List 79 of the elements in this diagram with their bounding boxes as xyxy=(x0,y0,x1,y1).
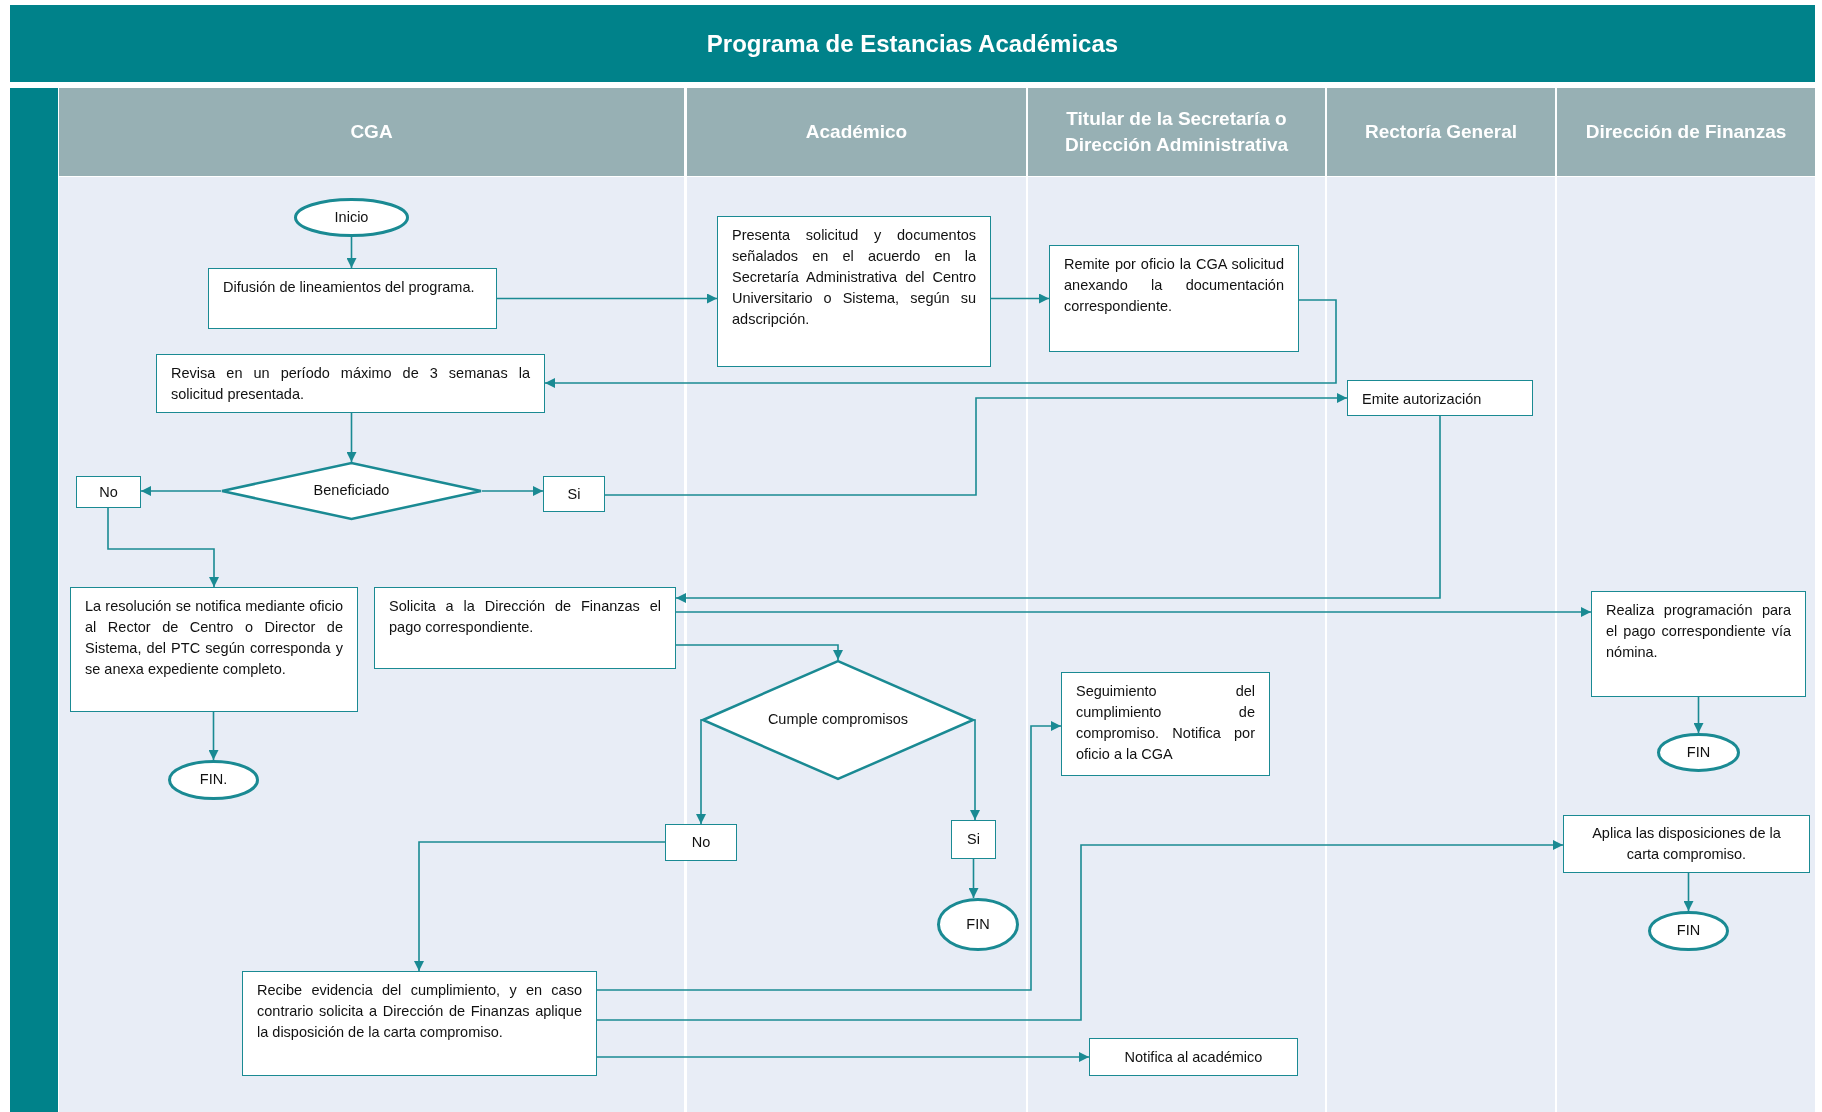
decision-diamond xyxy=(702,660,974,780)
step-text: Seguimiento del cumplimiento de compromiso. Notifica por oficio a la CGA xyxy=(1076,682,1255,765)
process-box xyxy=(1563,815,1810,873)
arrow xyxy=(414,841,666,972)
arrow xyxy=(675,607,1592,617)
process-box xyxy=(70,587,358,712)
terminator-text: FIN xyxy=(1676,921,1701,941)
terminator-ellipse xyxy=(1648,911,1729,951)
step-text: Notifica al académico xyxy=(1124,1047,1263,1067)
arrow xyxy=(596,840,1564,1021)
terminator-text: FIN xyxy=(966,914,990,934)
step-text: Si xyxy=(567,484,581,504)
lane-header xyxy=(1557,88,1815,176)
lane-title: Dirección de Finanzas xyxy=(1585,120,1787,145)
step-text: Aplica las disposiciones de la carta compromiso. xyxy=(1591,824,1782,864)
process-box xyxy=(1061,672,1270,776)
decision-diamond xyxy=(221,462,482,520)
lane-header xyxy=(1327,88,1555,176)
arrow xyxy=(596,1052,1090,1062)
step-text: Revisa en un período máximo de 3 semanas la solicitud presentada. xyxy=(171,364,530,404)
lane-header xyxy=(687,88,1026,176)
process-box xyxy=(76,476,141,508)
terminator-text: FIN. xyxy=(199,770,228,790)
arrow xyxy=(346,412,357,463)
step-text: Solicita a la Dirección de Finanzas el pago correspondiente. xyxy=(389,597,661,637)
diagram-title: Programa de Estancias Académicas xyxy=(706,29,1119,58)
lane-title: Titular de la Secretaría o Dirección Administrativa xyxy=(1063,107,1290,157)
process-box xyxy=(1591,591,1806,697)
process-box xyxy=(208,268,497,329)
terminator-ellipse xyxy=(937,898,1019,951)
step-text: Remite por oficio la CGA solicitud anexando la documentación correspondiente. xyxy=(1064,255,1284,317)
arrow xyxy=(1683,872,1694,912)
arrow xyxy=(990,293,1050,304)
decision-text: Beneficiado xyxy=(313,481,390,501)
arrow xyxy=(496,293,718,304)
step-text: Presenta solicitud y documentos señalados en el acuerdo en la Secretaría Administrativa del Centro Universitario o Sistema, según su adscripción. xyxy=(732,226,976,330)
arrow xyxy=(696,719,706,825)
arrow xyxy=(675,644,843,661)
arrow xyxy=(481,486,544,496)
step-text: Emite autorización xyxy=(1362,390,1483,409)
terminator-text: FIN xyxy=(1686,742,1711,762)
process-box xyxy=(951,820,996,859)
process-box xyxy=(665,824,737,861)
step-text: Recibe evidencia del cumplimiento, y en caso contrario solicita a Dirección de Finanzas aplique la disposición de la carta compromiso. xyxy=(257,981,582,1043)
step-text: No xyxy=(691,833,711,852)
arrow xyxy=(970,719,980,821)
arrow xyxy=(596,721,1062,991)
decision-text: Cumple compromisos xyxy=(767,710,909,730)
lane-header xyxy=(1028,88,1325,176)
arrow xyxy=(208,711,219,761)
arrow xyxy=(968,858,979,899)
step-text: No xyxy=(99,482,118,502)
arrow xyxy=(346,236,357,269)
process-box xyxy=(156,354,545,413)
terminator-ellipse xyxy=(294,198,409,237)
process-box xyxy=(1347,380,1533,416)
lane-header xyxy=(59,88,684,176)
process-box xyxy=(1089,1038,1298,1076)
arrow xyxy=(544,299,1337,388)
arrow xyxy=(107,507,219,588)
process-box xyxy=(543,476,605,512)
terminator-ellipse xyxy=(168,760,259,800)
step-text: Difusión de lineamientos del programa. xyxy=(223,278,476,297)
lane-title: Académico xyxy=(805,120,908,145)
step-text: Si xyxy=(967,830,980,849)
arrow xyxy=(1693,696,1704,734)
process-box xyxy=(374,587,676,669)
lane-title: CGA xyxy=(350,120,393,145)
arrow xyxy=(675,415,1441,603)
step-text: Realiza programación para el pago correspondiente vía nómina. xyxy=(1606,601,1791,663)
process-box xyxy=(717,216,991,367)
arrow xyxy=(140,486,222,496)
process-box xyxy=(242,971,597,1076)
process-box xyxy=(1049,245,1299,352)
arrow xyxy=(604,393,1348,496)
lane-title: Rectoría General xyxy=(1364,120,1518,145)
terminator-text: Inicio xyxy=(334,207,369,227)
step-text: La resolución se notifica mediante oficio al Rector de Centro o Director de Sistema, del PTC según corresponda y se anexa expediente completo. xyxy=(85,597,343,680)
terminator-ellipse xyxy=(1657,733,1740,772)
